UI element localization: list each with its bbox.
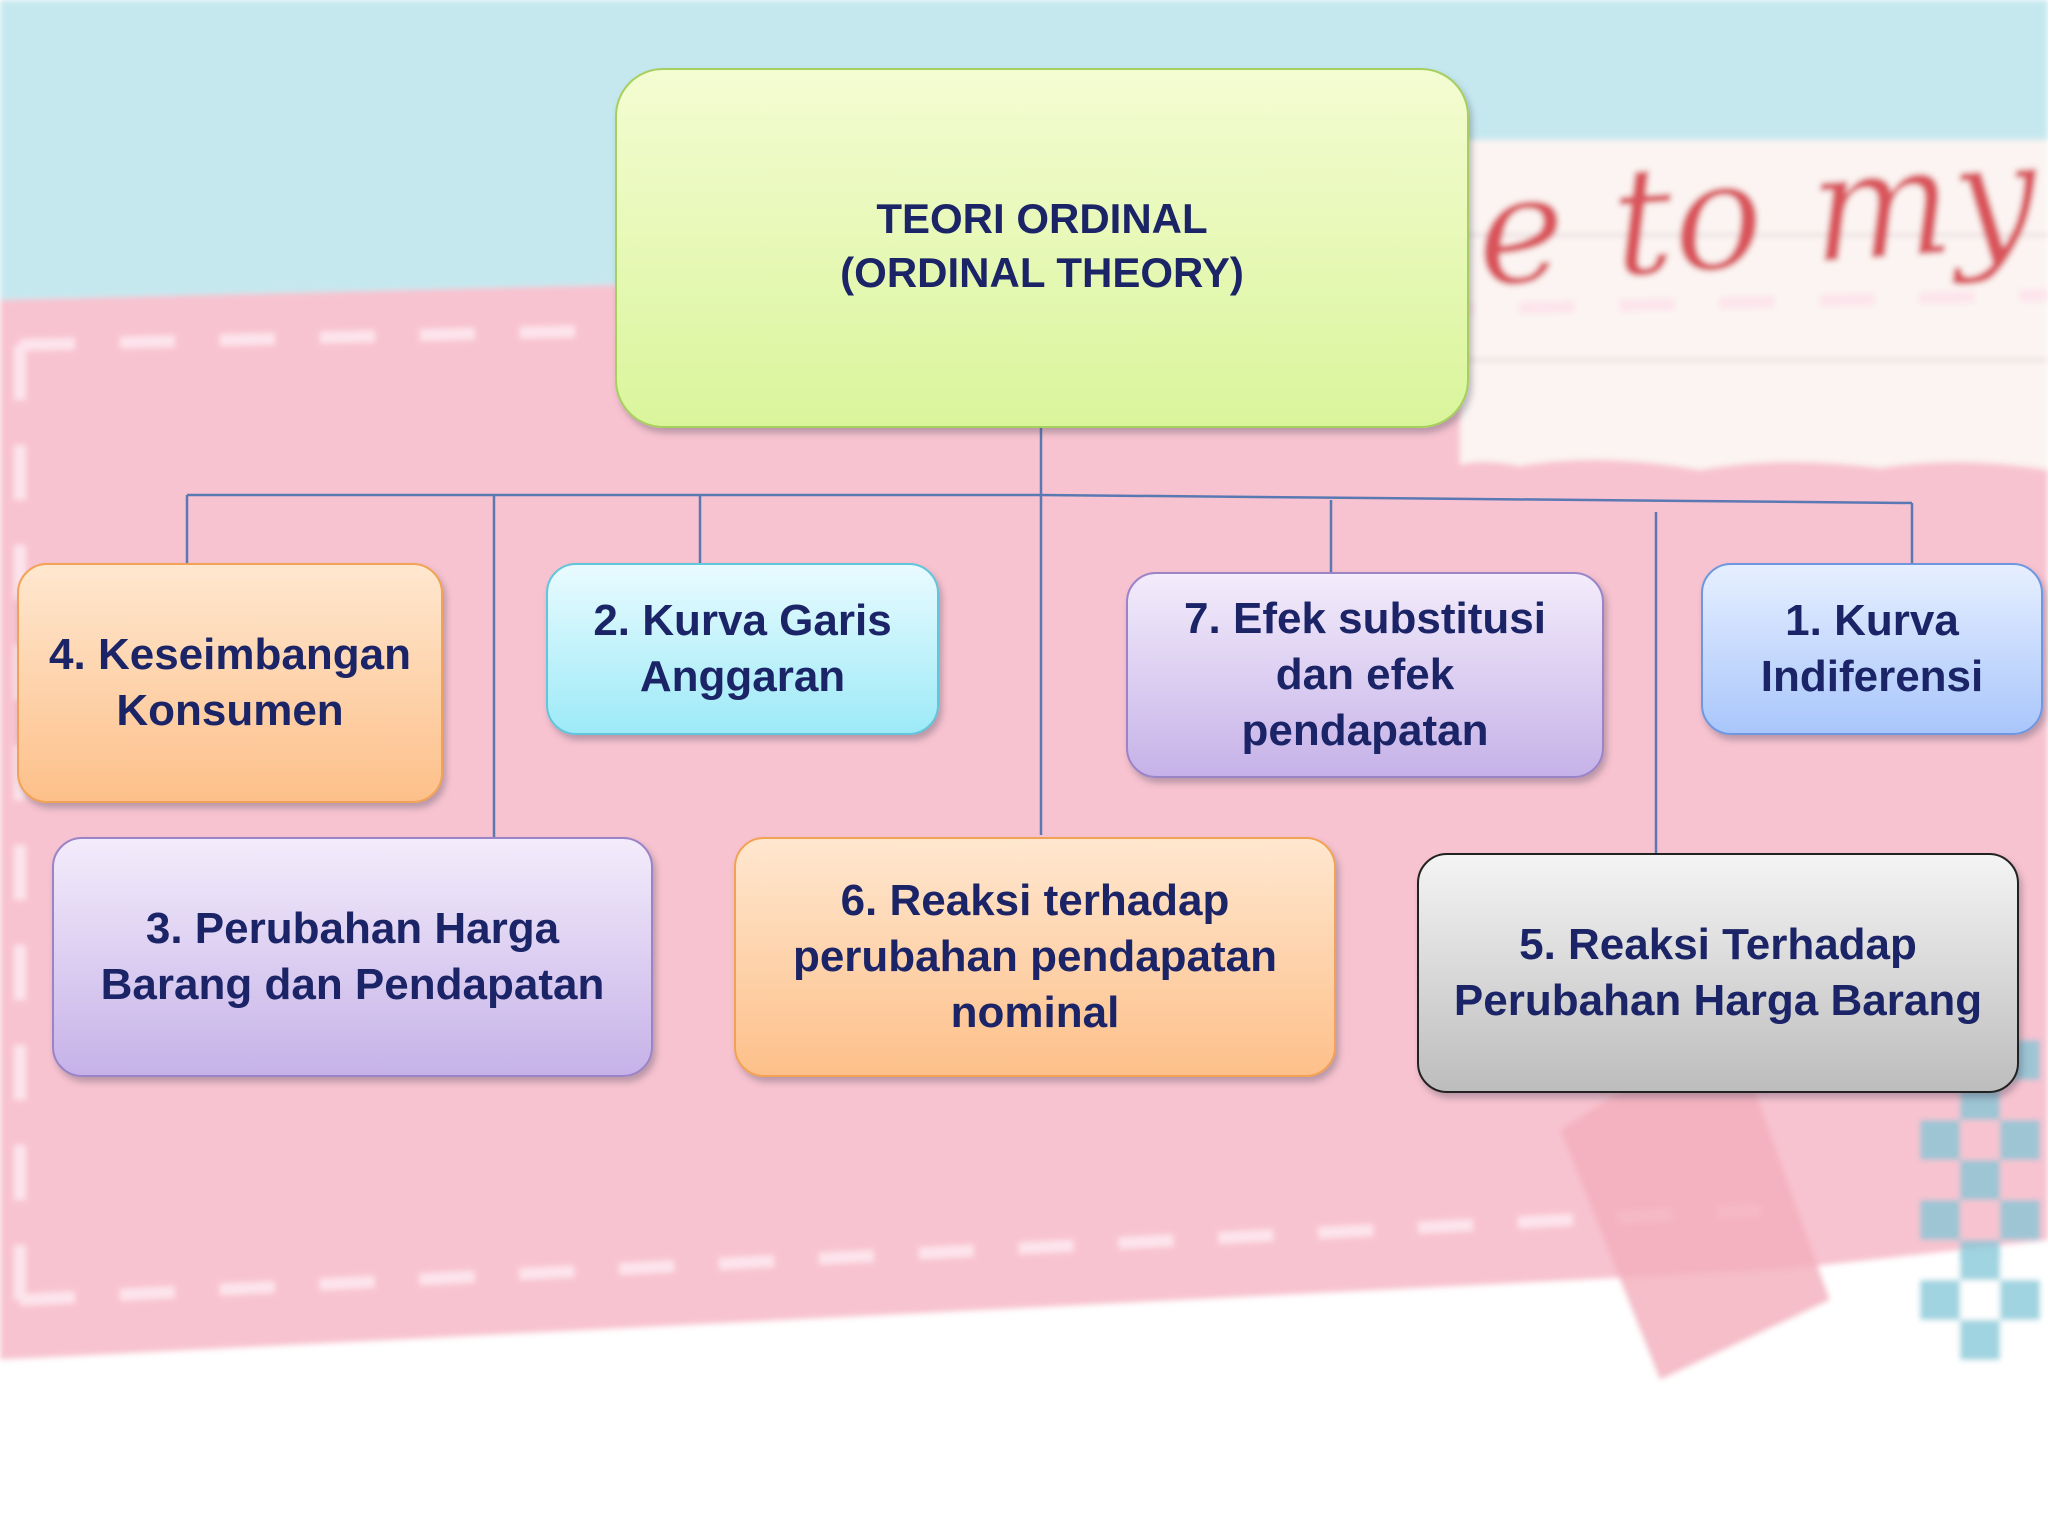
- node-label: nominal: [950, 988, 1120, 1038]
- node-perubahan-harga-barang-pendapatan: 3. Perubahan Harga Barang dan Pendapatan: [52, 837, 653, 1077]
- ribbon: [1560, 1020, 1830, 1380]
- node-label: pendapatan: [1241, 706, 1489, 756]
- node-label: 2. Kurva Garis: [593, 595, 892, 645]
- handwriting-text: e to my: [1470, 108, 2045, 321]
- node-kurva-garis-anggaran: 2. Kurva Garis Anggaran: [546, 563, 939, 735]
- node-label: Indiferensi: [1760, 652, 1984, 701]
- connector-bus: [187, 493, 1913, 505]
- node-label: Anggaran: [639, 652, 846, 701]
- stitch-line-bottom: [19, 1204, 1761, 1306]
- white-bottom: [0, 1260, 2048, 1536]
- node-efek-substitusi: 7. Efek substitusi dan efek pendapatan: [1126, 572, 1604, 778]
- node-label: 6. Reaksi terhadap: [840, 875, 1230, 925]
- node-keseimbangan-konsumen: 4. Keseimbangan Konsumen: [17, 563, 443, 803]
- node-label: perubahan pendapatan: [792, 931, 1278, 981]
- root-node: TEORI ORDINAL (ORDINAL THEORY): [615, 68, 1469, 428]
- node-label: 1. Kurva: [1785, 595, 1959, 645]
- node-label: 7. Efek substitusi: [1184, 593, 1546, 643]
- node-label: Konsumen: [116, 686, 344, 735]
- node-label: 3. Perubahan Harga: [145, 903, 560, 953]
- connector-lines: [185, 428, 1914, 853]
- node-label: dan efek: [1275, 649, 1455, 699]
- node-label: 5. Reaksi Terhadap: [1519, 919, 1917, 969]
- node-label: 4. Keseimbangan: [49, 629, 411, 679]
- node-reaksi-perubahan-harga-barang: 5. Reaksi Terhadap Perubahan Harga Baran…: [1417, 853, 2019, 1093]
- node-label: Barang dan Pendapatan: [100, 960, 605, 1009]
- root-title: TEORI ORDINAL: [876, 195, 1208, 242]
- root-subtitle: (ORDINAL THEORY): [840, 248, 1244, 296]
- node-kurva-indiferensi: 1. Kurva Indiferensi: [1701, 563, 2043, 735]
- node-label: Perubahan Harga Barang: [1453, 976, 1983, 1025]
- node-reaksi-pendapatan-nominal: 6. Reaksi terhadap perubahan pendapatan …: [734, 837, 1336, 1077]
